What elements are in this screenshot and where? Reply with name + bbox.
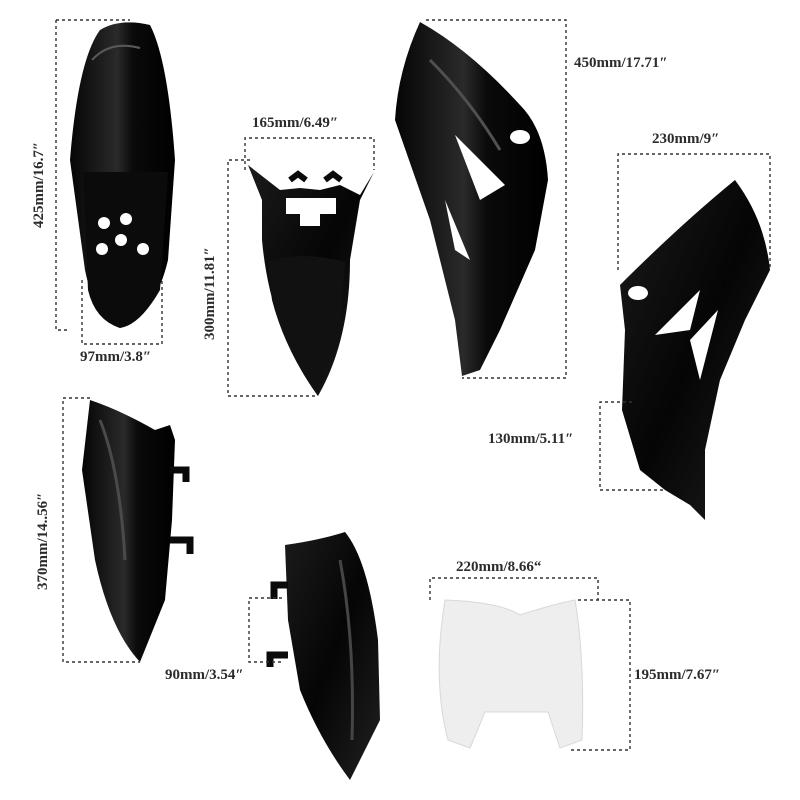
dimension-lines	[55, 19, 771, 751]
left-side-panel-width-label: 230mm/9″	[652, 131, 720, 147]
front-fender	[70, 22, 175, 329]
number-plate-width-label: 220mm/8.66“	[456, 559, 542, 575]
rear-fender	[248, 165, 374, 396]
right-fork-guard-mount-label: 90mm/3.54″	[165, 667, 244, 683]
rear-fender-height-label: 300mm/11.81″	[202, 247, 218, 340]
front-fender-height-label: 425mm/16.7″	[31, 141, 47, 228]
right-side-panel	[395, 22, 548, 376]
right-fork-guard	[266, 532, 380, 780]
number-plate	[438, 599, 584, 749]
number-plate-height-label: 195mm/7.67″	[634, 667, 721, 683]
left-fork-guard	[82, 400, 194, 662]
left-side-panel-mount-label: 130mm/5.11″	[488, 431, 574, 447]
rear-fender-width-label: 165mm/6.49″	[252, 115, 339, 131]
left-fork-guard-height-label: 370mm/14..56″	[35, 492, 51, 590]
left-side-panel	[620, 180, 770, 520]
right-side-panel-length-label: 450mm/17.71″	[574, 55, 668, 71]
front-fender-width-label: 97mm/3.8″	[80, 349, 152, 365]
